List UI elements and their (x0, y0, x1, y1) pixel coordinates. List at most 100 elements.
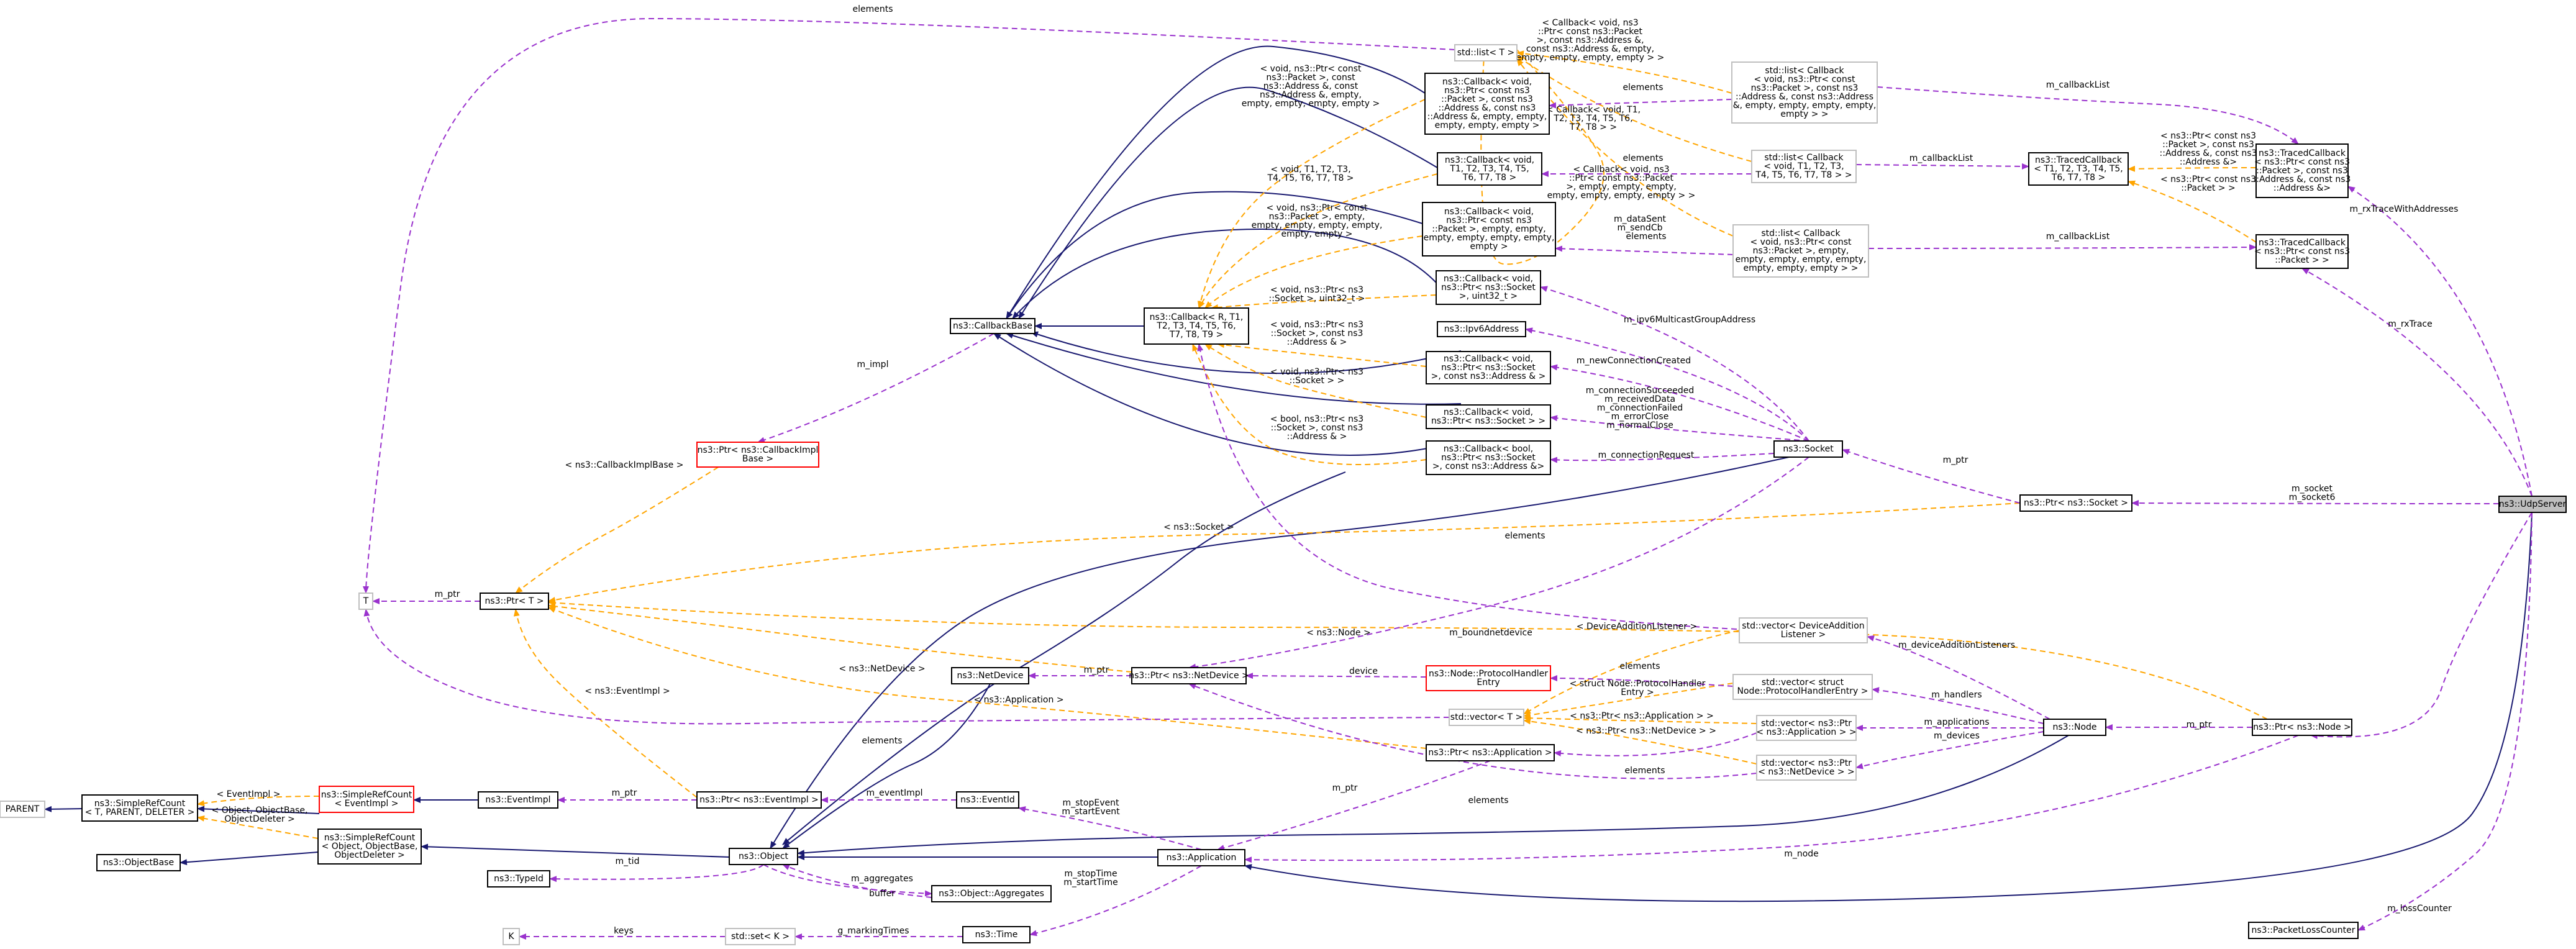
usage-edge (2357, 512, 2533, 931)
class-node-ptr-netdevice[interactable]: ns3::Ptr< ns3::NetDevice > (1129, 667, 1249, 684)
class-node-typeid[interactable]: ns3::TypeId (487, 870, 550, 888)
class-node-eventid[interactable]: ns3::EventId (956, 791, 1019, 809)
class-node-label-line: < EventImpl > (334, 799, 398, 809)
template-edge-line (1217, 342, 1427, 367)
class-node-label: ns3::Callback< void,T1, T2, T3, T4, T5,T… (1445, 155, 1534, 183)
edge-label-m-losscounter: m_lossCounter (2387, 904, 2452, 914)
class-node-label: PARENT (6, 804, 40, 814)
edge-label-elements-handler-line: elements (1619, 661, 1660, 671)
class-node-udpserver[interactable]: ns3::UdpServer (2498, 496, 2567, 513)
usage-edge-line (757, 333, 994, 443)
class-node-box (81, 794, 198, 822)
class-node-label-line: ns3::Ptr< T > (485, 596, 544, 606)
class-node-src-eventimpl[interactable]: ns3::SimpleRefCount< EventImpl > (319, 786, 414, 813)
edge-label-m-stopevent-line: m_startEvent (1062, 807, 1120, 817)
class-node-list-pkt[interactable]: std::list< Callback< void, ns3::Ptr< con… (1732, 224, 1869, 278)
class-node-object[interactable]: ns3::Object (729, 848, 798, 865)
class-node-ipv6[interactable]: ns3::Ipv6Address (1437, 321, 1526, 337)
class-node-cb-generic-void[interactable]: ns3::Callback< void,T1, T2, T3, T4, T5,T… (1437, 152, 1542, 186)
class-node-list-generic[interactable]: std::list< Callback< void, T1, T2, T3,T4… (1751, 150, 1857, 183)
class-node-label-line: ns3::CallbackBase (953, 321, 1032, 331)
class-node-cb-bool[interactable]: ns3::Callback< bool,ns3::Ptr< ns3::Socke… (1426, 440, 1551, 475)
edge-label-cb-generic-tpl-line: T4, T5, T6, T7, T8 > (1267, 173, 1354, 183)
edge-label-m-eventimpl-line: m_eventImpl (866, 788, 922, 798)
class-node-node[interactable]: ns3::Node (2043, 719, 2106, 736)
template-edge (1523, 718, 1757, 765)
edge-label-app-vec-tpl: < ns3::Ptr< ns3::Application > > (1570, 711, 1714, 721)
class-node-callback-r[interactable]: ns3::Callback< R, T1,T2, T3, T4, T5, T6,… (1144, 307, 1249, 345)
class-node-label-line: ns3::Callback< void, (1444, 207, 1534, 217)
class-node-label-line: ::Address &, const ns3 (2254, 175, 2351, 184)
class-node-objectbase[interactable]: ns3::ObjectBase (96, 854, 181, 871)
class-node-vec-app[interactable]: std::vector< ns3::Ptr< ns3::Application … (1756, 715, 1857, 741)
class-node-box (2248, 922, 2359, 939)
usage-edge (1525, 327, 1809, 442)
class-node-vec-netdev[interactable]: std::vector< ns3::Ptr< ns3::NetDevice > … (1756, 755, 1857, 781)
template-edge (1523, 630, 1740, 715)
class-node-stdlist-t[interactable]: std::list< T > (1454, 44, 1518, 61)
class-node-cb-addr[interactable]: ns3::Callback< void,ns3::Ptr< const ns3:… (1424, 73, 1550, 135)
usage-edge-line (1245, 673, 1427, 679)
class-node-parent[interactable]: PARENT (0, 801, 45, 818)
class-node-set-k[interactable]: std::set< K > (725, 928, 796, 945)
class-node-traced-pkt[interactable]: ns3::TracedCallback< ns3::Ptr< const ns3… (2254, 234, 2350, 269)
class-node-ptr-socket[interactable]: ns3::Ptr< ns3::Socket > (2019, 494, 2132, 512)
edge-label-elements-addr: elements (1623, 83, 1663, 93)
edge-label-stdlist-tpl-line: < Callback< void, ns3 (1542, 18, 1638, 28)
class-node-label: ns3::PacketLossCounter (2252, 925, 2355, 935)
class-node-box (1422, 202, 1556, 257)
usage-edge (2301, 268, 2533, 497)
edge-label-m-datasent-line: m_sendCb (1618, 223, 1663, 233)
class-node-traced-generic[interactable]: ns3::TracedCallback< T1, T2, T3, T4, T5,… (2028, 152, 2129, 186)
class-node-traced-addr[interactable]: ns3::TracedCallback< ns3::Ptr< const ns3… (2254, 143, 2351, 198)
class-node-socket[interactable]: ns3::Socket (1773, 440, 1843, 458)
class-node-aggregates[interactable]: ns3::Object::Aggregates (931, 885, 1052, 902)
class-node-vec-t[interactable]: std::vector< T > (1449, 709, 1524, 726)
class-node-callbackbase[interactable]: ns3::CallbackBase (950, 318, 1035, 334)
class-node-label-line: ns3::Callback< void, (1444, 274, 1533, 284)
class-node-cb-sock-addr[interactable]: ns3::Callback< void,ns3::Ptr< ns3::Socke… (1426, 351, 1551, 384)
class-node-cb-pkt[interactable]: ns3::Callback< void,ns3::Ptr< const ns3:… (1422, 202, 1556, 257)
edge-label-elements-generic-line: elements (1623, 153, 1663, 163)
usage-edge-line (1842, 448, 2021, 504)
class-node-ptr-app[interactable]: ns3::Ptr< ns3::Application > (1426, 744, 1555, 761)
class-node-label-line: T4, T5, T6, T7, T8 > > (1755, 170, 1852, 180)
class-node-label: ns3::Time (975, 930, 1018, 940)
class-node-label-line: >, uint32_t > (1459, 291, 1518, 301)
edge-label-m-ptr-t-line: m_ptr (435, 589, 460, 599)
usage-edge-line (1540, 286, 1809, 442)
edge-label-m-rxtracewithaddresses-line: m_rxTraceWithAddresses (2350, 204, 2459, 214)
usage-edge-line (1550, 364, 1809, 442)
edge-label-m-ptr-eventimpl: m_ptr (612, 788, 637, 798)
class-node-netdevice[interactable]: ns3::NetDevice (951, 667, 1029, 684)
class-node-box (319, 786, 414, 813)
class-node-box (951, 667, 1029, 684)
class-node-list-addr[interactable]: std::list< Callback< void, ns3::Ptr< con… (1731, 61, 1878, 124)
class-node-label-line: empty, empty, empty, empty, (1424, 233, 1555, 243)
class-node-ptr-node[interactable]: ns3::Ptr< ns3::Node > (2252, 719, 2352, 736)
class-node-k[interactable]: K (503, 928, 520, 945)
class-node-label-line: T1, T2, T3, T4, T5, (1449, 164, 1529, 174)
class-node-ptr-eventimpl[interactable]: ns3::Ptr< ns3::EventImpl > (696, 791, 822, 809)
class-node-time[interactable]: ns3::Time (962, 926, 1031, 943)
usage-edge (782, 864, 932, 898)
class-node-label: ns3::TracedCallback< T1, T2, T3, T4, T5,… (2034, 155, 2123, 183)
class-node-cb-sock[interactable]: ns3::Callback< void,ns3::Ptr< ns3::Socke… (1426, 404, 1551, 429)
class-node-src-object[interactable]: ns3::SimpleRefCount< Object, ObjectBase,… (317, 829, 422, 865)
class-node-box (1437, 321, 1526, 337)
template-edge (1204, 343, 1427, 418)
class-node-application[interactable]: ns3::Application (1157, 849, 1245, 866)
class-node-packetloss[interactable]: ns3::PacketLossCounter (2248, 922, 2359, 939)
class-node-label-line: < T1, T2, T3, T4, T5, (2034, 164, 2123, 174)
class-node-label-line: empty > (1470, 242, 1508, 252)
class-node-ptr-t[interactable]: ns3::Ptr< T > (480, 593, 549, 610)
class-node-eventimpl[interactable]: ns3::EventImpl (478, 791, 558, 809)
class-node-t[interactable]: T (358, 593, 373, 610)
class-node-cb-sock-u32[interactable]: ns3::Callback< void,ns3::Ptr< ns3::Socke… (1436, 270, 1541, 305)
edge-label-m-stopevent-line: m_stopEvent (1063, 798, 1119, 808)
class-node-simplerefcount[interactable]: ns3::SimpleRefCount< T, PARENT, DELETER … (81, 794, 198, 822)
